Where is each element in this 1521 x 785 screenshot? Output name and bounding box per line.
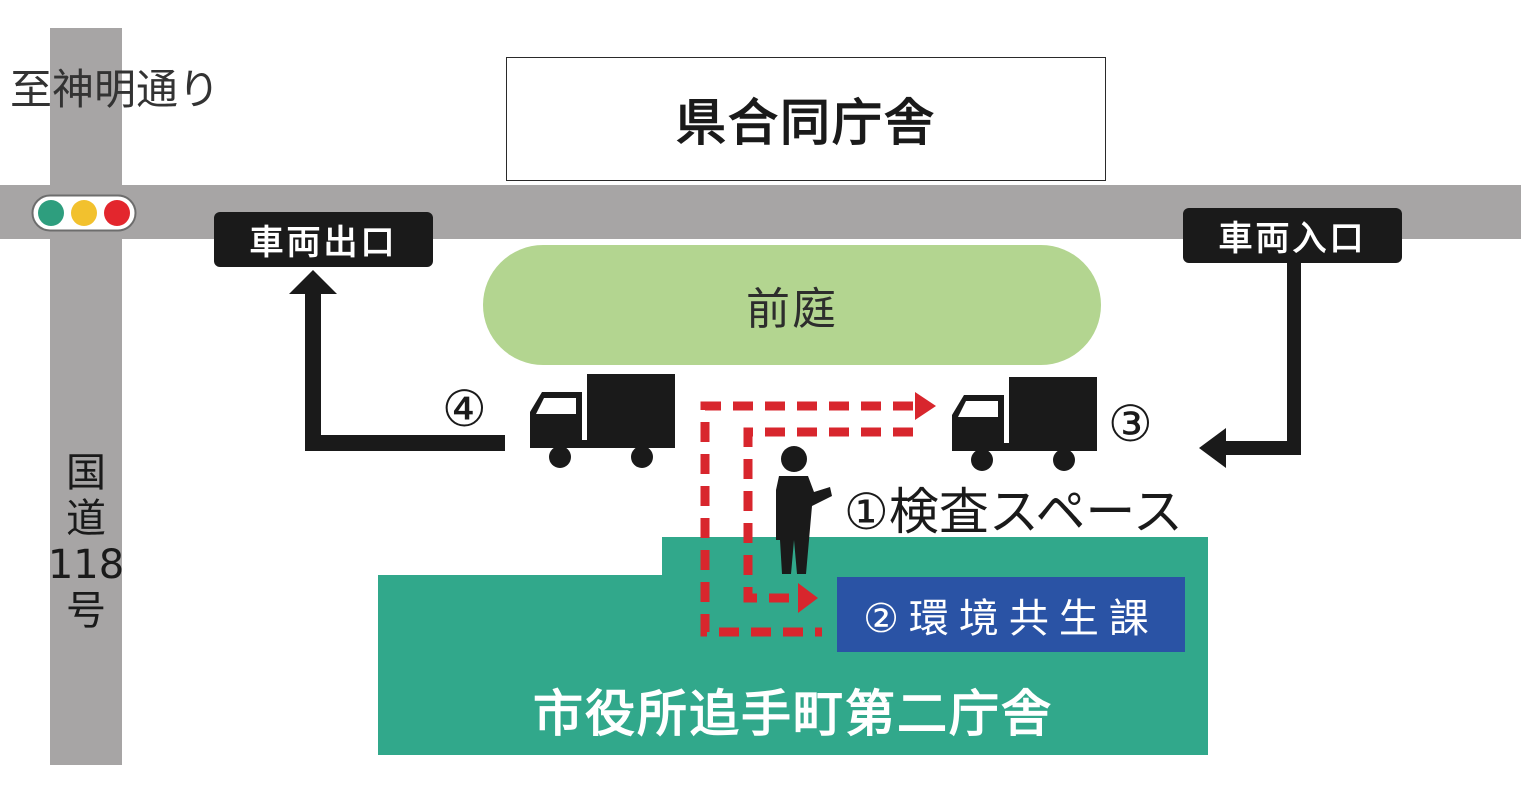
inspection-route-icon — [700, 401, 913, 637]
to-shinmei-street-label: 至神明通り — [10, 65, 221, 114]
inspection-space-label: ①検査スペース — [844, 483, 1183, 541]
route-118-char: 国 — [66, 450, 106, 496]
truck-icon — [952, 377, 1097, 471]
step-3-label: ③ — [1108, 395, 1153, 453]
vehicle-entrance-sign: 車両入口 — [1183, 208, 1402, 263]
prefectural-building: 県合同庁舎 — [506, 57, 1106, 181]
route-118-char: 号 — [66, 588, 106, 634]
city-hall-name: 市役所追手町第二庁舎 — [533, 685, 1053, 743]
route-arrowhead-icon — [798, 583, 818, 613]
vehicle-exit-sign: 車両出口 — [214, 212, 433, 267]
city-hall-annex-step — [662, 537, 1208, 577]
route-arrowhead-icon — [915, 392, 936, 420]
truck-icon — [530, 374, 675, 468]
entrance-arrow-icon — [1199, 263, 1301, 468]
front-garden: 前庭 — [483, 245, 1101, 365]
road-route-118 — [50, 28, 122, 765]
traffic-light-icon — [31, 194, 137, 232]
step-4-label: ④ — [442, 380, 487, 438]
person-icon — [776, 446, 832, 574]
exit-arrow-icon — [289, 270, 505, 451]
route-118-char: 118 — [47, 542, 125, 588]
environment-department-label: ②環境共生課 — [837, 577, 1185, 652]
route-118-label: 国 道 118 号 — [47, 450, 125, 634]
route-118-char: 道 — [66, 496, 106, 542]
